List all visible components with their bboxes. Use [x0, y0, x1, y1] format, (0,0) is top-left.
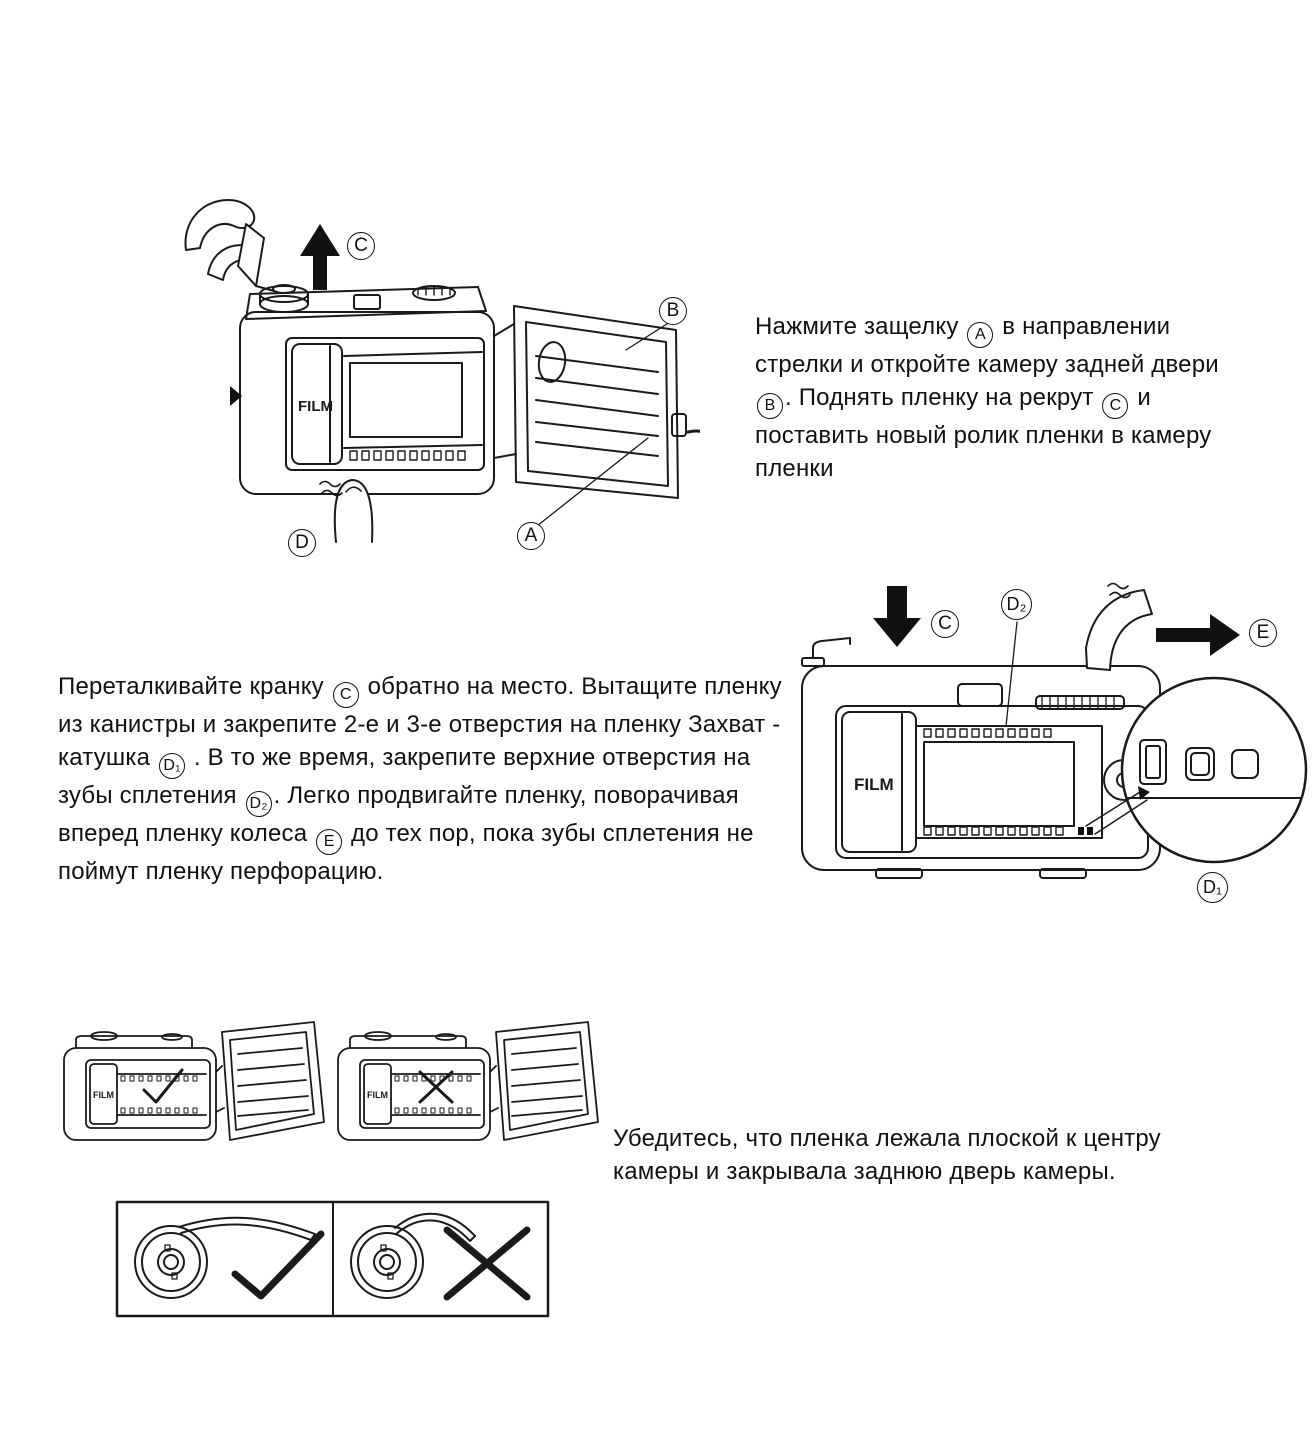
rewind-crank [801, 637, 851, 667]
engaged-sprocket-mark [1078, 827, 1084, 835]
callout-badge-d2: D₂ [245, 791, 272, 817]
callout-d-badge: D [288, 529, 316, 557]
film-sprocket-holes-bottom [923, 826, 1064, 836]
step3-instructions: Убедитесь, что пленка лежала плоской к ц… [613, 1125, 1161, 1185]
finger-icon [319, 479, 374, 543]
x-mark-icon [418, 1070, 454, 1104]
callout-d2-leader [1005, 621, 1018, 727]
film-cartridge-label: FILM [367, 1090, 388, 1100]
camera-back-door [513, 305, 687, 499]
x-mark-icon [443, 1226, 531, 1301]
sprocket-teeth-magnifier [1120, 676, 1308, 864]
callout-a-badge: A [517, 522, 545, 550]
step1-instructions: Нажмите защелку A в направлении стрелки … [755, 313, 1219, 482]
callout-badge-e: E [316, 829, 343, 855]
camera-wrong-loading-illustration: FILM [337, 1021, 599, 1141]
camera-body: FILM [230, 284, 495, 495]
callout-badge-a: A [967, 322, 994, 348]
callout-b-badge: B [659, 297, 687, 325]
film-sprocket-holes-top [923, 728, 1052, 738]
film-spool-correct [134, 1216, 316, 1299]
engaged-sprocket-mark [1087, 827, 1093, 835]
callout-c-badge: C [347, 232, 375, 260]
arrow-up-icon [300, 224, 340, 290]
film-cartridge-label: FILM [298, 398, 333, 415]
callout-badge-d1: D₁ [159, 753, 186, 779]
callout-badge-b: B [757, 393, 783, 419]
callout-c-badge: C [931, 610, 959, 638]
step2-instructions: Переталкивайте кранку C обратно на место… [58, 673, 782, 885]
callout-e-badge: E [1249, 619, 1277, 647]
film-spool-wrong [350, 1212, 476, 1299]
latch-mark [230, 386, 242, 406]
camera-back-body: FILM [801, 665, 1161, 879]
arrow-right-icon [1156, 614, 1240, 656]
callout-badge-c: C [1102, 393, 1129, 419]
arrow-down-icon [873, 586, 921, 647]
film-threading-illustration: FILM [801, 582, 1308, 879]
check-mark-icon [142, 1068, 184, 1104]
door-open-arrow-icon [686, 429, 700, 434]
callout-d2-badge: D₂ [1001, 589, 1032, 620]
check-mark-icon [231, 1230, 325, 1300]
film-sprocket-holes [349, 450, 466, 461]
camera-correct-loading-illustration: FILM [63, 1021, 325, 1141]
film-cartridge-label: FILM [93, 1090, 114, 1100]
callout-d1-badge: D₁ [1197, 872, 1228, 903]
camera-open-back-illustration: FILM [184, 199, 700, 543]
callout-badge-c: C [332, 682, 359, 708]
hand-icon [184, 199, 265, 287]
callout-a-leader [536, 437, 649, 527]
callout-b-leader [625, 323, 668, 351]
film-cartridge-label: FILM [854, 775, 894, 794]
film-leader-comparison-box [115, 1200, 550, 1318]
finger-icon [1085, 582, 1153, 671]
